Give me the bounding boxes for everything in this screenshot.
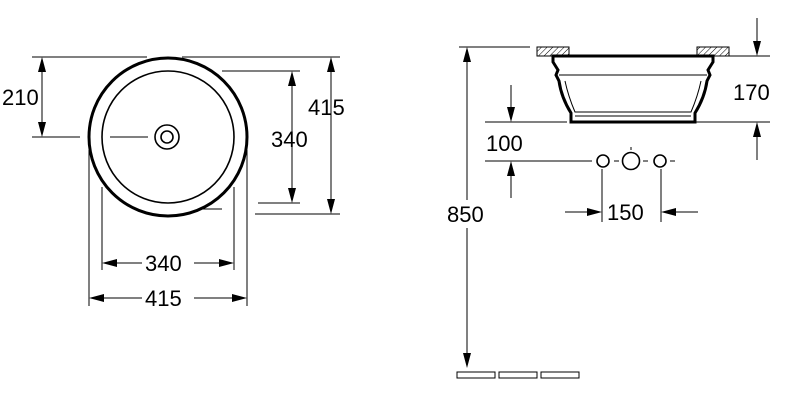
plan-view: 210 340 415 340 bbox=[2, 56, 345, 311]
tap-spacing-dimension: 150 bbox=[565, 169, 698, 225]
basin-outer-rim bbox=[87, 56, 249, 218]
tap-height-dimension: 100 bbox=[485, 85, 592, 198]
center-tap-hole bbox=[621, 151, 641, 171]
basin-profile bbox=[551, 54, 715, 124]
outer-diameter-dimension: 415 bbox=[88, 150, 248, 311]
outer-height-label: 415 bbox=[308, 95, 345, 120]
tap-spacing-label: 150 bbox=[607, 200, 644, 225]
drain-outer-ring bbox=[154, 124, 180, 150]
floor-height-dimension: 850 bbox=[447, 46, 530, 368]
outer-height-dimension: 415 bbox=[182, 56, 345, 215]
left-tap-hole bbox=[596, 154, 610, 168]
right-tap-hole bbox=[653, 154, 667, 168]
inner-diameter-label: 340 bbox=[145, 251, 182, 276]
tap-height-label: 100 bbox=[486, 131, 523, 156]
basin-depth-dimension: 170 bbox=[695, 18, 770, 160]
side-view: 170 100 bbox=[447, 18, 770, 379]
inner-height-dimension: 340 bbox=[222, 70, 308, 204]
basin-inner-bowl bbox=[101, 70, 235, 204]
floor bbox=[456, 371, 580, 379]
drain-offset-label: 210 bbox=[2, 85, 39, 110]
basin-depth-label: 170 bbox=[733, 80, 770, 105]
outer-diameter-label: 415 bbox=[145, 286, 182, 311]
drain-inner-ring bbox=[160, 130, 174, 144]
floor-height-label: 850 bbox=[447, 202, 484, 227]
drain-offset-dimension: 210 bbox=[2, 56, 147, 138]
inner-diameter-dimension: 340 bbox=[101, 187, 235, 276]
tap-holes bbox=[596, 147, 675, 171]
inner-height-label: 340 bbox=[271, 127, 308, 152]
